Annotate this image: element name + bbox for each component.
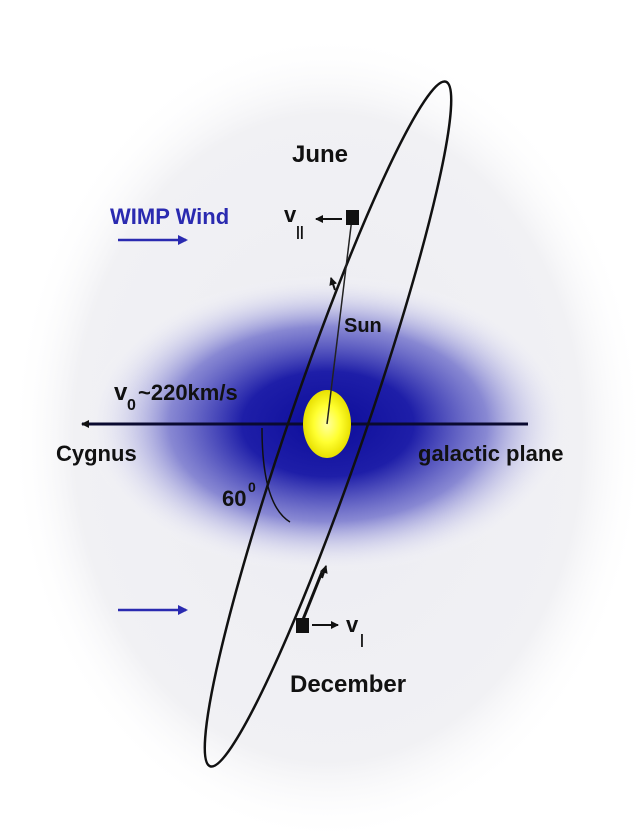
december-orbit-motion	[300, 571, 324, 623]
orbit-direction-arrow-lower	[319, 565, 328, 579]
label-v-december-subscript: |	[360, 631, 364, 647]
earth-june	[346, 210, 359, 225]
label-v-june-subscript: ||	[296, 223, 304, 239]
earth-december	[296, 618, 309, 633]
label-december: December	[290, 671, 406, 698]
label-angle-degree: 0	[248, 479, 256, 495]
label-v-june-symbol: v	[284, 202, 297, 227]
label-v0-subscript: 0	[127, 397, 136, 414]
label-v0-value: ~220km/s	[138, 380, 238, 405]
angle-arc	[261, 427, 291, 523]
orbit-direction-arrow-upper	[329, 277, 338, 291]
label-june: June	[292, 141, 348, 168]
label-v0-symbol: v	[114, 379, 128, 406]
earth-orbit	[203, 80, 453, 768]
label-sun: Sun	[344, 315, 382, 337]
label-wimp-wind: WIMP Wind	[110, 204, 229, 229]
sun-radius-line	[326, 217, 353, 425]
label-galactic-plane: galactic plane	[418, 441, 564, 466]
label-angle-value: 60	[222, 486, 246, 511]
label-cygnus: Cygnus	[56, 441, 137, 466]
label-v-december-symbol: v	[346, 612, 359, 637]
